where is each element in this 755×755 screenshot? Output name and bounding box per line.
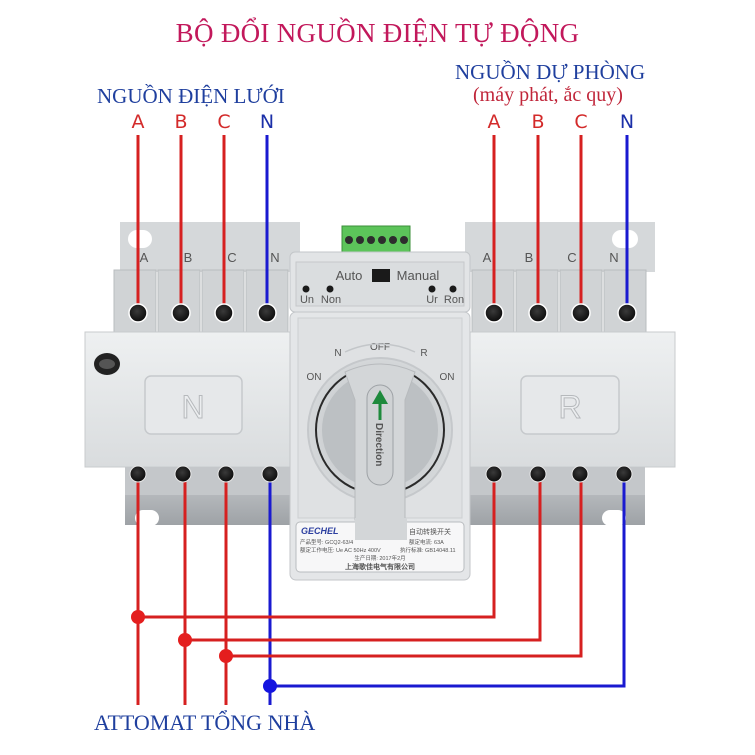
left-module-n: N (144, 375, 243, 435)
mains-phase-b-label: B (174, 111, 188, 133)
backup-output-bridge-n (270, 476, 626, 688)
ur-label: Ur (426, 294, 438, 306)
non-label: Non (321, 294, 341, 306)
backup-output-bridge-b (185, 476, 542, 642)
backup-source-sublabel: (máy phát, ắc quy) (473, 84, 623, 106)
center-controller: Auto Manual Un Non Ur Ron OFF ON ON N R … (289, 225, 471, 581)
handle-direction-text: Direction (373, 423, 384, 466)
top-right-terminal-a: A (483, 250, 492, 265)
nameplate-model: 产品型号: GCQ2-63/4 (300, 538, 353, 546)
left-module-letter: N (181, 389, 204, 425)
direction-arrow-icon (372, 390, 388, 420)
dial-n-label: N (334, 348, 341, 359)
auto-manual-switch[interactable] (372, 269, 390, 282)
dial-on-left-label: ON (307, 372, 322, 383)
top-terminal-screws (128, 303, 637, 323)
mode-manual-label: Manual (397, 268, 440, 283)
top-left-terminal-n: N (270, 250, 279, 265)
nameplate-voltage: 额定工作电压: Ue AC 50Hz 400V (300, 546, 381, 554)
dial-r-label: R (420, 348, 427, 359)
right-module-letter: R (558, 389, 581, 425)
junction-dots (131, 610, 277, 693)
backup-source-label: NGUỒN DỰ PHÒNG (455, 60, 646, 84)
dial-on-right-label: ON (440, 372, 455, 383)
nameplate-company: 上海歌佳电气有限公司 (345, 562, 415, 571)
junction-dot-b (178, 633, 192, 647)
top-right-terminal-b: B (525, 250, 534, 265)
backup-phase-b-label: B (531, 111, 545, 133)
backup-phase-c-label: C (574, 111, 588, 133)
top-left-terminal-b: B (184, 250, 193, 265)
junction-dot-c (219, 649, 233, 663)
backup-output-bridge-c (226, 476, 583, 658)
ur-indicator-led (428, 285, 436, 293)
mode-auto-label: Auto (336, 268, 363, 283)
mains-phase-c-label: C (217, 111, 231, 133)
main-breaker-label: ATTOMAT TỔNG NHÀ (94, 710, 316, 735)
mains-input-wires (136, 135, 269, 313)
control-terminal-block (341, 225, 411, 253)
mains-source-label: NGUỒN ĐIỆN LƯỚI (97, 84, 285, 108)
backup-output-bridge-a (138, 476, 496, 619)
top-left-terminal-a: A (140, 250, 149, 265)
junction-dot-a (131, 610, 145, 624)
right-module-r: R (520, 375, 620, 435)
nameplate-date: 生产日期: 2017年2月 (354, 554, 405, 562)
ron-label: Ron (444, 294, 464, 306)
un-label: Un (300, 294, 314, 306)
junction-dot-n (263, 679, 277, 693)
top-mounting-rail (120, 222, 655, 272)
nameplate-standard: 执行标准: GB14048.11 (400, 546, 456, 554)
un-indicator-led (302, 285, 310, 293)
non-indicator-led (326, 285, 334, 293)
top-right-terminal-n: N (609, 250, 618, 265)
backup-phase-a-label: A (487, 111, 501, 133)
bottom-terminal-screws (129, 465, 633, 483)
nameplate-current: 额定电流: 63A (409, 538, 444, 546)
diagram-title: BỘ ĐỔI NGUỒN ĐIỆN TỰ ĐỘNG (175, 18, 580, 48)
backup-neutral-label: N (619, 111, 635, 133)
mains-phase-a-label: A (131, 111, 145, 133)
output-wiring (136, 476, 626, 705)
brand-name: GECHEL (301, 526, 339, 536)
top-left-terminal-c: C (227, 250, 236, 265)
dial-off-label: OFF (370, 342, 390, 353)
backup-input-wires (492, 135, 629, 313)
nameplate-product-type: 自动转换开关 (409, 527, 451, 536)
top-right-terminal-c: C (567, 250, 576, 265)
mains-neutral-label: N (259, 111, 275, 133)
ron-indicator-led (449, 285, 457, 293)
